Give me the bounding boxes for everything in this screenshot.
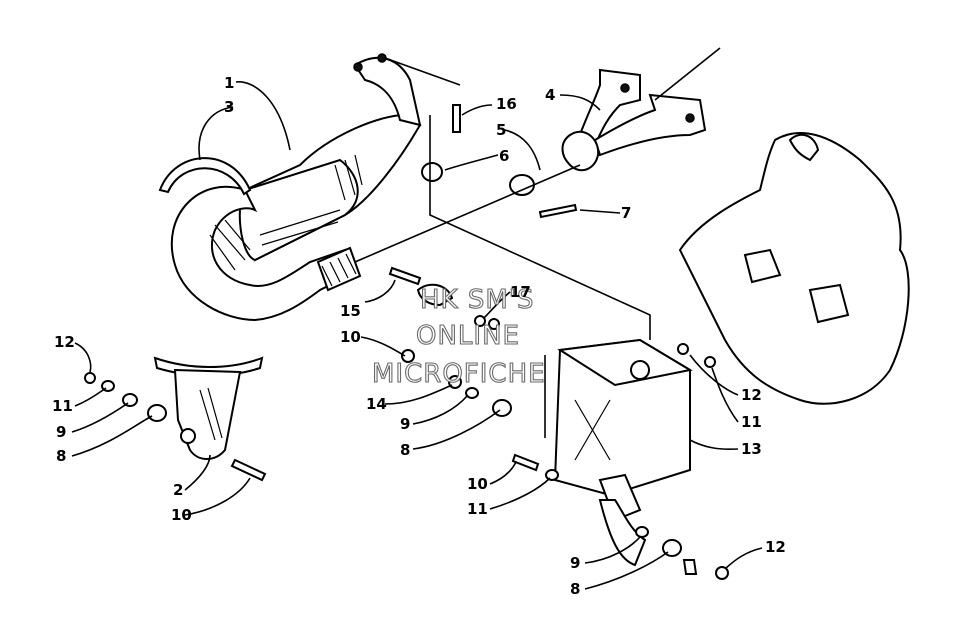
expansion-chamber bbox=[170, 53, 422, 322]
callout-10-left: 10 bbox=[171, 506, 192, 524]
leader-lines bbox=[71, 47, 763, 590]
callout-1: 1 bbox=[224, 74, 234, 92]
callout-10-top: 10 bbox=[340, 328, 361, 346]
engine-outline bbox=[678, 131, 910, 405]
callout-11-bottom: 11 bbox=[467, 500, 488, 518]
callout-2: 2 bbox=[173, 481, 183, 499]
callout-8-left: 8 bbox=[56, 447, 66, 465]
callout-7: 7 bbox=[621, 204, 631, 222]
callout-4: 4 bbox=[545, 86, 555, 104]
callout-16: 16 bbox=[496, 95, 517, 113]
callout-17: 17 bbox=[510, 283, 531, 301]
watermark: HK SM'S ONLINE MICROFICHE bbox=[371, 284, 546, 389]
callout-15: 15 bbox=[340, 302, 361, 320]
watermark-line-4: MICROFICHE bbox=[372, 359, 546, 389]
silencer bbox=[553, 338, 693, 567]
callout-numbers: 1 2 3 4 5 6 7 8 8 8 9 9 9 10 10 10 11 11… bbox=[52, 74, 786, 598]
callout-11-right: 11 bbox=[741, 413, 762, 431]
callout-3: 3 bbox=[224, 98, 234, 116]
mounting-bracket bbox=[153, 356, 264, 460]
callout-11-left: 11 bbox=[52, 397, 73, 415]
callout-12-left: 12 bbox=[54, 333, 75, 351]
callout-5: 5 bbox=[496, 121, 506, 139]
watermark-line-3: ONLINE bbox=[416, 321, 520, 351]
callout-12-bottom: 12 bbox=[765, 538, 786, 556]
callout-10-bottom: 10 bbox=[467, 475, 488, 493]
heat-shield bbox=[158, 157, 252, 196]
callout-13: 13 bbox=[741, 440, 762, 458]
callout-8-mid: 8 bbox=[400, 441, 410, 459]
hardware bbox=[84, 104, 729, 580]
watermark-line-2: HK SM'S bbox=[420, 285, 534, 315]
exhaust-manifold bbox=[561, 68, 707, 172]
callout-12-right: 12 bbox=[741, 386, 762, 404]
callout-9-mid: 9 bbox=[400, 415, 410, 433]
callout-9-left: 9 bbox=[56, 423, 66, 441]
callout-8-bottom: 8 bbox=[570, 580, 580, 598]
callout-6: 6 bbox=[499, 147, 509, 165]
callout-9-bottom: 9 bbox=[570, 554, 580, 572]
callout-14: 14 bbox=[366, 395, 387, 413]
